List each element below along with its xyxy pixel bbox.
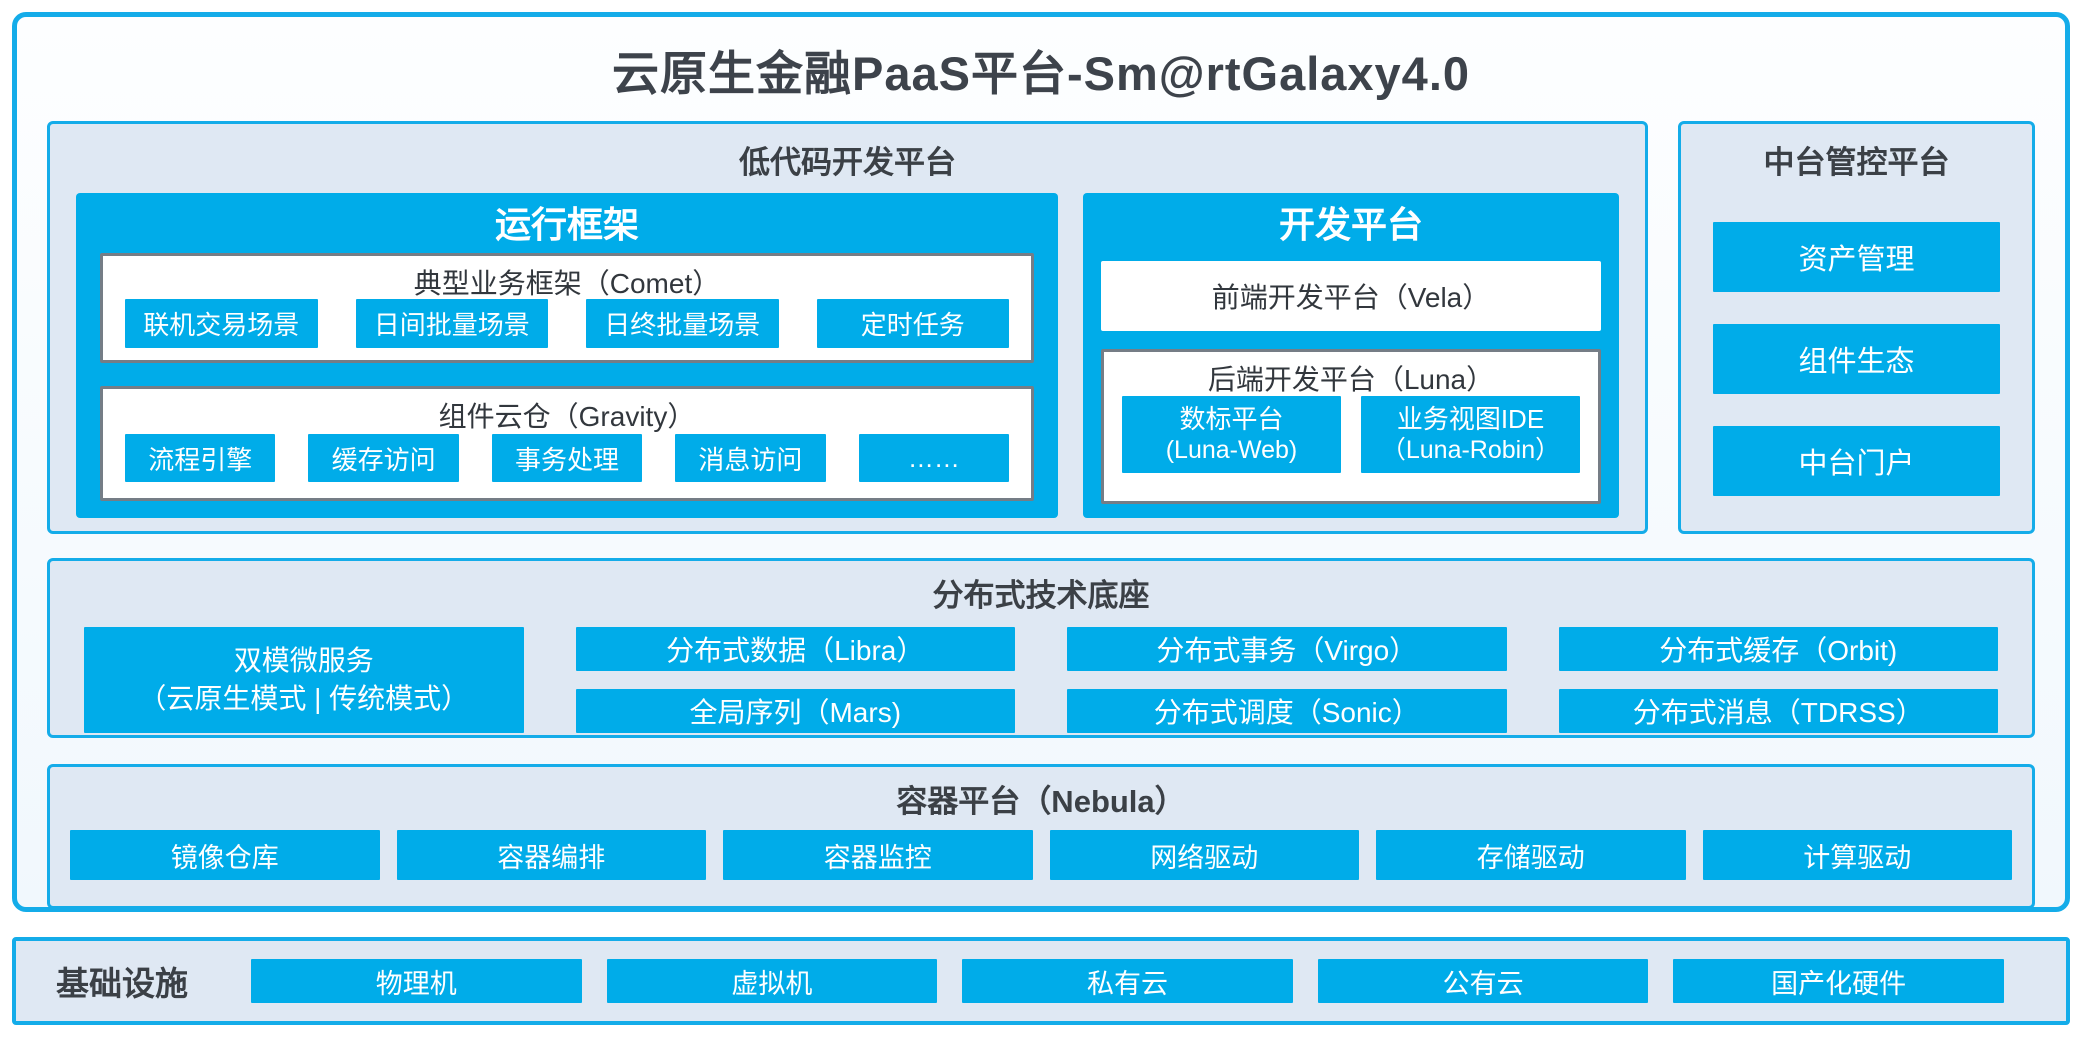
low-code-platform-title: 低代码开发平台 — [739, 145, 956, 180]
node-domestic-hardware: 国产化硬件 — [1673, 959, 2004, 1003]
node-network-driver: 网络驱动 — [1049, 830, 1359, 880]
comet-card-title: 典型业务框架（Comet） — [413, 268, 721, 299]
node-distributed-transaction-virgo: 分布式事务（Virgo） — [1067, 627, 1507, 671]
node-distributed-cache-orbit: 分布式缓存（Orbit) — [1558, 627, 1998, 671]
distributed-items: 双模微服务 （云原生模式 | 传统模式） 分布式数据（Libra） 全局序列（M… — [50, 615, 2032, 733]
node-component-ecosystem: 组件生态 — [1713, 324, 2000, 394]
section-container-platform: 容器平台（Nebula） 镜像仓库 容器编排 容器监控 网络驱动 存储驱动 计算… — [47, 764, 2035, 909]
section-mid-platform-control: 中台管控平台 资产管理 组件生态 中台门户 — [1678, 121, 2035, 534]
dual-mode-modes: （云原生模式 | 传统模式） — [138, 683, 470, 714]
node-distributed-message-tdrss: 分布式消息（TDRSS） — [1558, 689, 1998, 733]
low-code-content: 运行框架 典型业务框架（Comet） 联机交易场景 日间批量场景 日终批量场景 … — [50, 182, 1645, 518]
node-cache-access: 缓存访问 — [308, 434, 459, 482]
distributed-col-dual-mode: 双模微服务 （云原生模式 | 传统模式） — [84, 627, 524, 733]
comet-framework-card: 典型业务框架（Comet） 联机交易场景 日间批量场景 日终批量场景 定时任务 — [100, 253, 1034, 363]
node-distributed-scheduling-sonic: 分布式调度（Sonic） — [1067, 689, 1507, 733]
dev-platform-box: 开发平台 前端开发平台（Vela） 后端开发平台（Luna） 数标平台 (Lun… — [1083, 193, 1619, 518]
mid-platform-items: 资产管理 组件生态 中台门户 — [1713, 222, 2000, 496]
distributed-title: 分布式技术底座 — [932, 578, 1150, 613]
gravity-warehouse-card: 组件云仓（Gravity） 流程引擎 缓存访问 事务处理 消息访问 …… — [100, 386, 1034, 501]
section-low-code-platform: 低代码开发平台 运行框架 典型业务框架（Comet） 联机交易场景 日间批量场景… — [47, 121, 1648, 534]
node-ellipsis-more: …… — [858, 434, 1010, 482]
vela-frontend-card: 前端开发平台（Vela） — [1101, 261, 1601, 331]
luna-web-label: 数标平台 — [1179, 403, 1284, 434]
node-online-transaction-scenario: 联机交易场景 — [125, 299, 318, 348]
section-infrastructure: 基础设施 物理机 虚拟机 私有云 公有云 国产化硬件 — [12, 937, 2070, 1025]
node-container-monitoring: 容器监控 — [723, 830, 1033, 880]
node-daytime-batch-scenario: 日间批量场景 — [355, 299, 548, 348]
luna-card-title: 后端开发平台（Luna） — [1207, 364, 1495, 395]
node-storage-driver: 存储驱动 — [1376, 830, 1686, 880]
gravity-card-title: 组件云仓（Gravity） — [438, 401, 696, 432]
node-compute-driver: 计算驱动 — [1702, 830, 2012, 880]
runtime-framework-title: 运行框架 — [494, 204, 639, 245]
runtime-framework-box: 运行框架 典型业务框架（Comet） 联机交易场景 日间批量场景 日终批量场景 … — [76, 193, 1058, 518]
node-mid-platform-portal: 中台门户 — [1713, 426, 2000, 496]
node-process-engine: 流程引擎 — [125, 434, 276, 482]
node-transaction-processing: 事务处理 — [491, 434, 643, 482]
mid-platform-title: 中台管控平台 — [1763, 145, 1950, 180]
node-global-sequence-mars: 全局序列（Mars) — [575, 689, 1015, 733]
node-luna-robin-ide: 业务视图IDE （Luna-Robin） — [1361, 396, 1580, 473]
comet-items-row: 联机交易场景 日间批量场景 日终批量场景 定时任务 — [125, 299, 1009, 348]
node-dual-mode-microservice: 双模微服务 （云原生模式 | 传统模式） — [84, 627, 524, 733]
node-luna-web-platform: 数标平台 (Luna-Web) — [1122, 396, 1341, 473]
node-asset-management: 资产管理 — [1713, 222, 2000, 292]
container-platform-title: 容器平台（Nebula） — [896, 784, 1186, 819]
luna-robin-label: 业务视图IDE — [1396, 403, 1545, 434]
node-physical-machine: 物理机 — [251, 959, 582, 1003]
infrastructure-title: 基础设施 — [56, 965, 188, 1002]
node-distributed-data-libra: 分布式数据（Libra） — [575, 627, 1015, 671]
section-distributed-tech-base: 分布式技术底座 双模微服务 （云原生模式 | 传统模式） 分布式数据（Libra… — [47, 558, 2035, 738]
node-scheduled-task: 定时任务 — [816, 299, 1009, 348]
platform-container: 云原生金融PaaS平台-Sm@rtGalaxy4.0 低代码开发平台 运行框架 … — [12, 12, 2070, 912]
luna-items-row: 数标平台 (Luna-Web) 业务视图IDE （Luna-Robin） — [1122, 396, 1580, 473]
node-private-cloud: 私有云 — [962, 959, 1293, 1003]
top-sections-row: 低代码开发平台 运行框架 典型业务框架（Comet） 联机交易场景 日间批量场景… — [47, 121, 2035, 534]
node-container-orchestration: 容器编排 — [396, 830, 706, 880]
node-image-repository: 镜像仓库 — [70, 830, 380, 880]
distributed-col-1: 分布式数据（Libra） 全局序列（Mars) — [575, 627, 1015, 733]
gravity-items-row: 流程引擎 缓存访问 事务处理 消息访问 …… — [125, 434, 1010, 482]
container-platform-items: 镜像仓库 容器编排 容器监控 网络驱动 存储驱动 计算驱动 — [70, 830, 2012, 880]
distributed-col-2: 分布式事务（Virgo） 分布式调度（Sonic） — [1067, 627, 1507, 733]
luna-web-code: (Luna-Web) — [1165, 436, 1298, 465]
luna-backend-card: 后端开发平台（Luna） 数标平台 (Luna-Web) 业务视图IDE （Lu… — [1101, 349, 1601, 504]
node-virtual-machine: 虚拟机 — [606, 959, 938, 1003]
node-public-cloud: 公有云 — [1317, 959, 1649, 1003]
dual-mode-label: 双模微服务 — [233, 645, 374, 677]
distributed-col-3: 分布式缓存（Orbit) 分布式消息（TDRSS） — [1558, 627, 1998, 733]
luna-robin-code: （Luna-Robin） — [1380, 436, 1561, 465]
page-title: 云原生金融PaaS平台-Sm@rtGalaxy4.0 — [611, 46, 1471, 100]
node-message-access: 消息访问 — [675, 434, 826, 482]
dev-platform-title: 开发平台 — [1278, 204, 1423, 245]
node-end-of-day-batch-scenario: 日终批量场景 — [586, 299, 779, 348]
